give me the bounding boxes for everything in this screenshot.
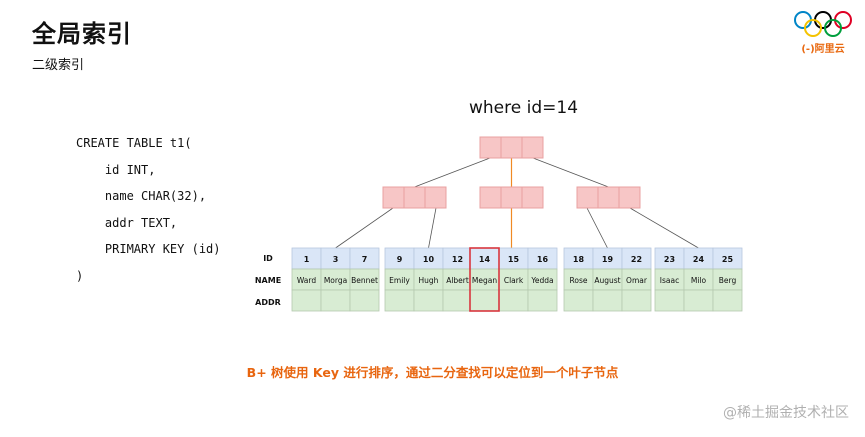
leaf-name-label: Omar	[626, 276, 648, 285]
leaf-addr-cell	[592, 289, 623, 312]
internal-node-2-key-2	[618, 186, 641, 209]
leaf-name-label: Isaac	[660, 276, 679, 285]
found-record-highlight	[469, 247, 500, 312]
internal-node-0-key-0	[382, 186, 405, 209]
leaf-id-label: 10	[423, 255, 435, 264]
leaf-name-label: Albert	[446, 276, 469, 285]
leaf-id-label: 25	[722, 255, 734, 264]
code-line: )	[76, 268, 84, 283]
leaf-addr-cell	[683, 289, 714, 312]
row-label-name: NAME	[254, 276, 282, 285]
code-line: addr TEXT,	[76, 215, 178, 230]
leaf-name-label: Hugh	[419, 276, 439, 285]
leaf-addr-cell	[498, 289, 529, 312]
code-line: CREATE TABLE t1(	[76, 136, 192, 150]
leaf-id-label: 22	[631, 255, 642, 264]
code-line: PRIMARY KEY (id)	[76, 242, 221, 256]
internal-node-1-key-1	[500, 186, 523, 209]
leaf-addr-cell	[654, 289, 685, 312]
leaf-addr-cell	[384, 289, 415, 312]
leaf-name-label: Milo	[691, 276, 707, 285]
sql-code-block: CREATE TABLE t1( id INT, name CHAR(32), …	[76, 130, 221, 289]
leaf-id-label: 18	[573, 255, 585, 264]
leaf-id-label: 1	[304, 255, 310, 264]
leaf-id-label: 3	[333, 255, 339, 264]
leaf-addr-cell	[320, 289, 351, 312]
edge	[428, 207, 437, 249]
code-line: id INT,	[76, 162, 156, 177]
leaf-addr-cell	[349, 289, 380, 312]
leaf-addr-cell	[563, 289, 594, 312]
leaf-addr-cell	[442, 289, 473, 312]
leaf-addr-cell	[469, 289, 500, 312]
watermark: @稀土掘金技术社区	[723, 405, 849, 421]
row-label-addr: ADDR	[255, 298, 281, 307]
query-label: where id=14	[469, 98, 579, 118]
leaf-name-label: Yedda	[530, 276, 553, 285]
internal-node-2-key-1	[597, 186, 620, 209]
leaf-name-label: Clark	[504, 276, 524, 285]
leaf-id-label: 7	[362, 255, 368, 264]
root-node-key-1	[500, 136, 523, 159]
leaf-addr-cell	[712, 289, 743, 312]
slide-title: 全局索引	[32, 20, 132, 48]
slide-subtitle: 二级索引	[32, 58, 85, 73]
leaf-name-label: Emily	[389, 276, 410, 285]
edge	[586, 207, 608, 249]
root-node-key-0	[479, 136, 502, 159]
code-line: name CHAR(32),	[76, 189, 207, 203]
leaf-name-label: Berg	[719, 276, 737, 285]
caption: B+ 树使用 Key 进行排序，通过二分查找可以定位到一个叶子节点	[246, 365, 619, 380]
leaf-name-label: Rose	[570, 276, 588, 285]
internal-node-0-key-2	[424, 186, 447, 209]
internal-node-1-key-0	[479, 186, 502, 209]
internal-node-1-key-2	[521, 186, 544, 209]
internal-node-2-key-0	[576, 186, 599, 209]
edge	[532, 157, 609, 188]
leaf-id-label: 9	[397, 255, 403, 264]
leaf-id-label: 23	[664, 255, 675, 264]
leaf-addr-cell	[621, 289, 652, 312]
olympic-rings-logo	[794, 11, 852, 37]
leaf-name-label: August	[594, 276, 620, 285]
leaf-id-label: 16	[537, 255, 549, 264]
internal-node-0-key-1	[403, 186, 426, 209]
leaf-id-label: 19	[602, 255, 614, 264]
row-label-id: ID	[263, 254, 273, 263]
leaf-name-label: Ward	[297, 276, 316, 285]
leaf-name-label: Bennet	[351, 276, 378, 285]
edge	[414, 157, 491, 188]
leaf-addr-cell	[527, 289, 558, 312]
leaf-id-label: 15	[508, 255, 520, 264]
edge	[335, 207, 394, 249]
leaf-name-label: Morga	[324, 276, 347, 285]
aliyun-logo-text: (-)阿里云	[801, 44, 845, 55]
leaf-id-label: 12	[452, 255, 463, 264]
leaf-name-label: Megan	[472, 276, 497, 285]
edge	[629, 207, 699, 249]
leaf-id-label: 24	[693, 255, 705, 264]
leaf-addr-cell	[413, 289, 444, 312]
leaf-addr-cell	[291, 289, 322, 312]
leaf-id-label: 14	[479, 255, 491, 264]
root-node-key-2	[521, 136, 544, 159]
